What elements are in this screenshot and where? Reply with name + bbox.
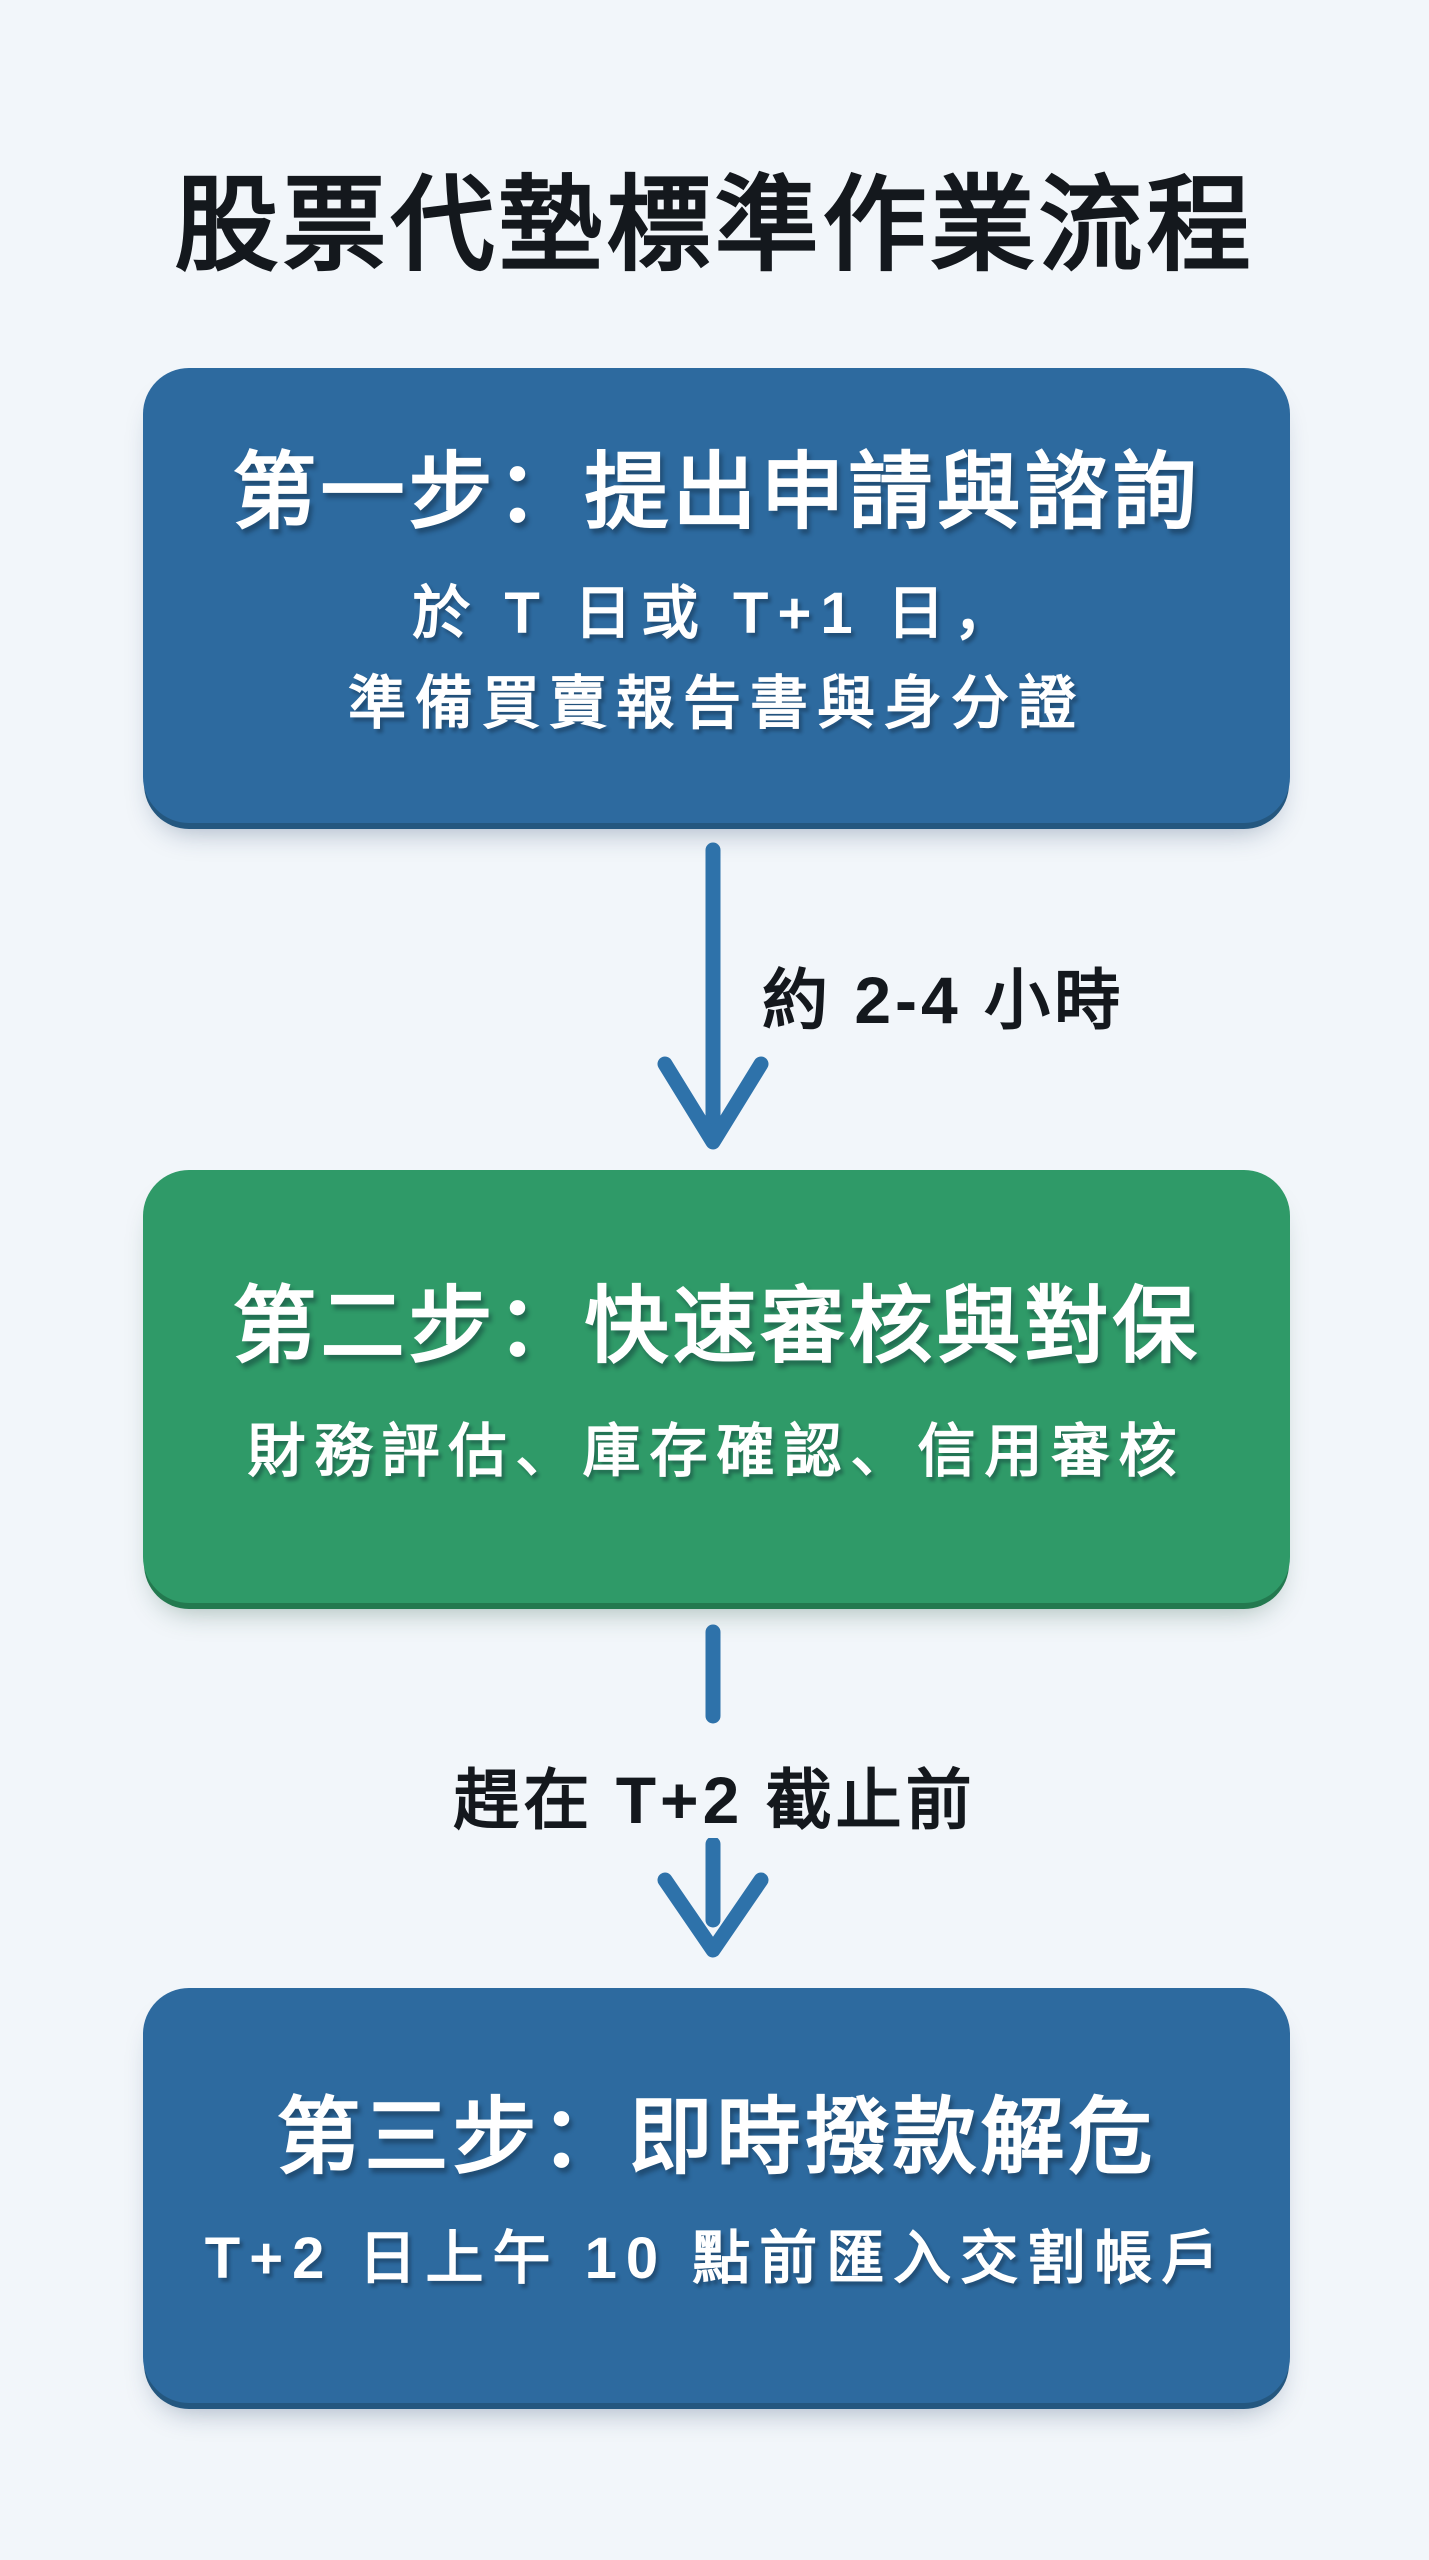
step-3-line-1: T+2 日上午 10 點前匯入交割帳戶 xyxy=(204,2225,1229,2291)
step-2-line-1: 財務評估、庫存確認、信用審核 xyxy=(247,1418,1186,1484)
page-title: 股票代墊標準作業流程 xyxy=(174,168,1255,284)
arrow-down-icon xyxy=(657,842,769,1150)
step-1-line-1: 於 T 日或 T+1 日， xyxy=(412,581,1021,646)
step-1-line-2: 準備買賣報告書與身分證 xyxy=(347,670,1085,736)
step-card-3: 第三步：即時撥款解危 T+2 日上午 10 點前匯入交割帳戶 xyxy=(143,1988,1290,2403)
step-1-heading: 第一步：提出申請與諮詢 xyxy=(232,445,1201,540)
step-2-heading: 第二步：快速審核與對保 xyxy=(232,1279,1201,1374)
connector-1-label: 約 2-4 小時 xyxy=(762,963,1125,1037)
arrow-down-icon xyxy=(657,1838,769,1958)
step-card-2: 第二步：快速審核與對保 財務評估、庫存確認、信用審核 xyxy=(143,1170,1290,1603)
arrow-shaft-icon xyxy=(705,1624,721,1724)
step-3-heading: 第三步：即時撥款解危 xyxy=(276,2090,1157,2185)
connector-2-label: 趕在 T+2 截止前 xyxy=(453,1763,976,1837)
step-card-1: 第一步：提出申請與諮詢 於 T 日或 T+1 日， 準備買賣報告書與身分證 xyxy=(143,368,1290,823)
